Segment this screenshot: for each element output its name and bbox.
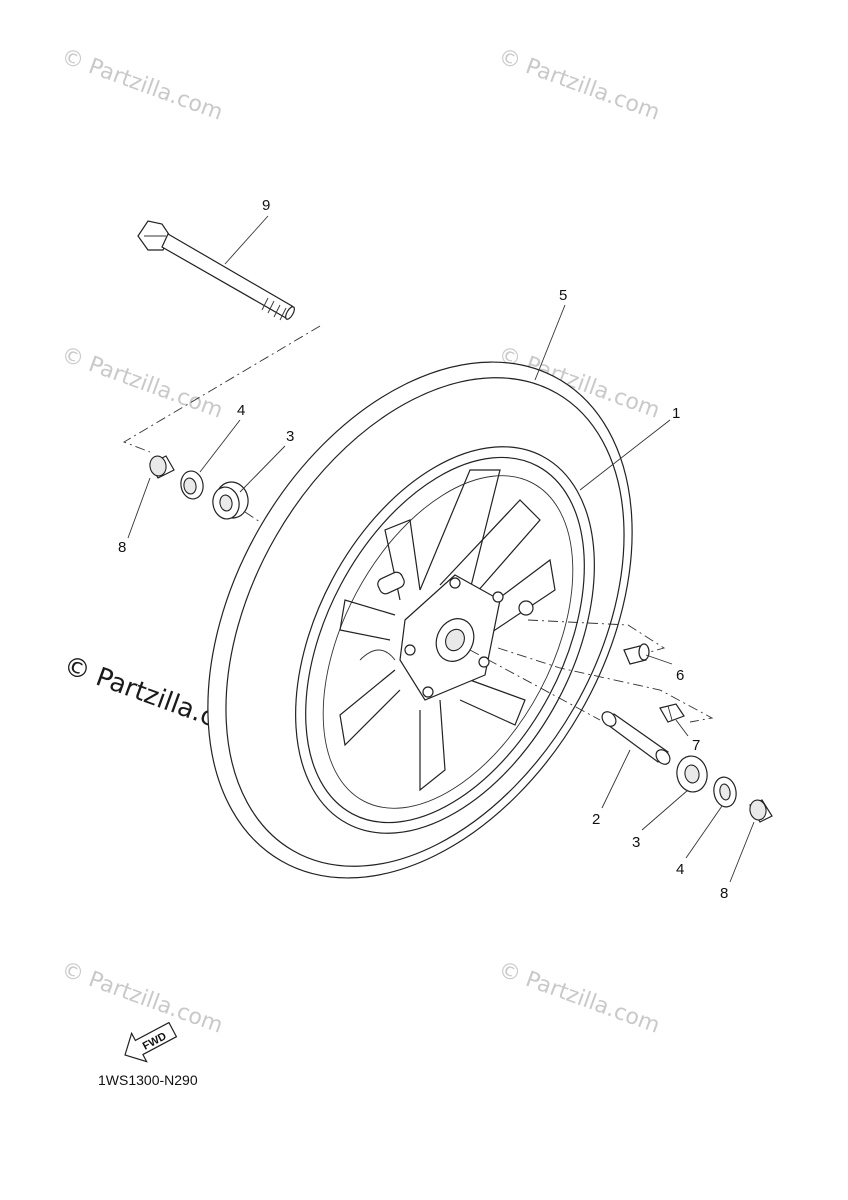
callout-label: 3 bbox=[286, 428, 294, 445]
right-side-parts bbox=[601, 643, 773, 823]
wheel-rim bbox=[295, 446, 595, 834]
watermark: © Partzilla.com bbox=[58, 957, 226, 1039]
fwd-label: FWD bbox=[141, 1030, 169, 1052]
callout-label: 7 bbox=[692, 737, 700, 754]
callout-label: 1 bbox=[672, 405, 680, 422]
diagram-code: 1WS1300-N290 bbox=[98, 1072, 198, 1088]
callout-label: 3 bbox=[632, 834, 640, 851]
callout-label: 9 bbox=[262, 197, 270, 214]
callout-label: 5 bbox=[559, 287, 567, 304]
callout-label: 2 bbox=[592, 811, 600, 828]
callout-label: 4 bbox=[676, 861, 684, 878]
callouts: 9 5 1 4 3 8 6 7 2 3 4 8 bbox=[118, 197, 728, 902]
watermark: © Partzilla.com bbox=[495, 957, 663, 1039]
balance-weight bbox=[659, 703, 685, 723]
valve-stem bbox=[623, 643, 650, 665]
bearing-right bbox=[676, 755, 708, 793]
leader-lines bbox=[127, 215, 755, 883]
left-side-parts bbox=[149, 455, 249, 520]
callout-label: 8 bbox=[720, 885, 728, 902]
wheel-spokes bbox=[339, 469, 556, 792]
collar-right bbox=[749, 799, 773, 823]
oil-seal-left bbox=[180, 470, 204, 500]
callout-label: 6 bbox=[676, 667, 684, 684]
bearing-left bbox=[212, 481, 249, 520]
watermark: © Partzilla.com bbox=[58, 342, 226, 424]
oil-seal-right bbox=[713, 776, 737, 808]
fwd-arrow-icon: FWD bbox=[124, 1021, 178, 1063]
callout-label: 8 bbox=[118, 539, 126, 556]
collar-left bbox=[149, 455, 175, 479]
watermark: © Partzilla.com bbox=[495, 44, 663, 126]
assembly-lines-right bbox=[469, 619, 714, 723]
axle-bolt bbox=[137, 220, 295, 321]
watermark: © Partzilla.com bbox=[58, 44, 226, 126]
spacer-collar bbox=[601, 711, 671, 765]
callout-label: 4 bbox=[237, 402, 245, 419]
wheel-hub bbox=[399, 574, 534, 701]
